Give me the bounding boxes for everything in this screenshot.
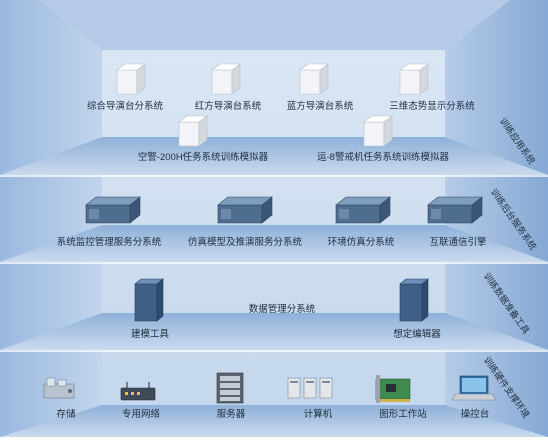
node-label-dedicated-network: 专用网络 bbox=[121, 409, 161, 420]
rack-server-icon bbox=[427, 196, 483, 224]
rack-server-icon bbox=[85, 196, 141, 224]
node-label-simulation-model-service: 仿真模型及推演服务分系统 bbox=[187, 237, 303, 248]
node-label-computer: 计算机 bbox=[303, 409, 333, 420]
computer-icon bbox=[287, 377, 333, 399]
node-label-scenario-editor: 想定编辑器 bbox=[393, 329, 441, 340]
white-cube-icon bbox=[116, 63, 146, 95]
band-app bbox=[0, 175, 548, 177]
shelf-app bbox=[0, 137, 548, 175]
band-backend bbox=[0, 262, 548, 264]
server-icon bbox=[216, 372, 244, 404]
white-cube-icon bbox=[178, 115, 208, 147]
tower-server-icon bbox=[399, 278, 429, 322]
laptop-icon bbox=[451, 375, 497, 401]
node-label-console: 操控台 bbox=[460, 409, 490, 420]
rack-server-icon bbox=[217, 196, 273, 224]
router-icon bbox=[120, 382, 156, 401]
node-label-interconnect-engine: 互联通信引擎 bbox=[429, 237, 487, 248]
node-label-blue-director: 蓝方导演台系统 bbox=[286, 101, 354, 112]
node-label-graphics-workstation: 图形工作站 bbox=[379, 409, 427, 420]
node-label-combined-director: 综合导演台分系统 bbox=[86, 101, 164, 112]
tower-server-icon bbox=[134, 278, 164, 322]
node-label-storage: 存储 bbox=[56, 409, 76, 420]
node-label-environment-simulation: 环境仿真分系统 bbox=[327, 237, 395, 248]
ceiling-panel bbox=[40, 0, 510, 50]
node-label-monitoring-service: 系统监控管理服务分系统 bbox=[56, 237, 162, 248]
shelf-hardware bbox=[0, 405, 548, 437]
white-cube-icon bbox=[299, 63, 329, 95]
shelf-data bbox=[0, 313, 548, 350]
rack-server-icon bbox=[335, 196, 391, 224]
white-cube-icon bbox=[399, 63, 429, 95]
node-label-red-director: 红方导演台系统 bbox=[194, 101, 262, 112]
shelf-backend bbox=[0, 225, 548, 262]
node-label-3d-situation: 三维态势显示分系统 bbox=[389, 101, 475, 112]
node-label-server: 服务器 bbox=[216, 409, 246, 420]
band-data bbox=[0, 350, 548, 352]
graphics-card-icon bbox=[375, 375, 411, 403]
node-label-modeling-tool: 建模工具 bbox=[130, 329, 170, 340]
node-label-kj200h-simulator: 空警-200H任务系统训练模拟器 bbox=[137, 152, 269, 163]
white-cube-icon bbox=[363, 115, 393, 147]
center-label-data-management: 数据管理分系统 bbox=[248, 304, 316, 315]
white-cube-icon bbox=[211, 63, 241, 95]
node-label-y8-simulator: 运-8警戒机任务系统训练模拟器 bbox=[317, 152, 449, 163]
storage-icon bbox=[43, 377, 75, 399]
